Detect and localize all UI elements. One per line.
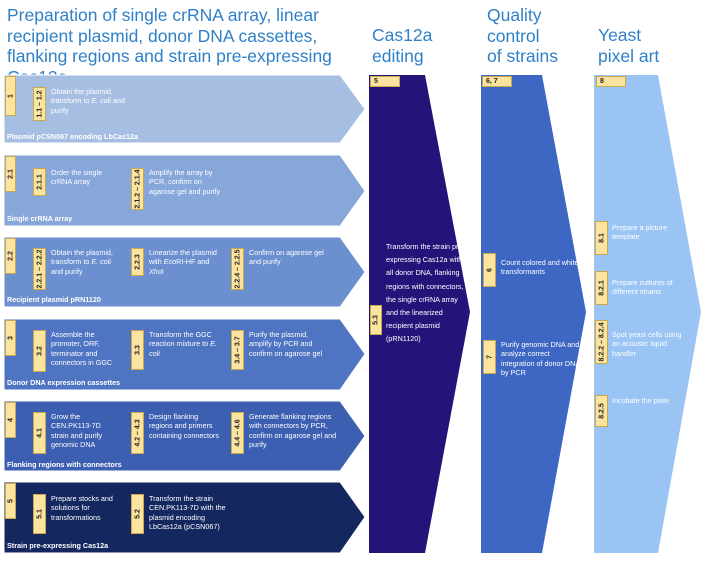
row-2-2-number-tag: 2.2 [5,238,16,274]
step-tag: 2.2.1 – 2.2.2 [33,248,46,290]
step-text: Grow the CEN.PK113-7D strain and purify … [51,412,103,450]
yeast-step-text: Incubate the plate [612,396,670,405]
qc-step-text: Count colored and white transformants [501,258,579,277]
step-tag: 2.2.3 [131,248,144,276]
step-text: Obtain the plasmid, transform to E. coli… [51,87,125,115]
row-3-arrow [3,318,366,391]
step-text: Confirm on agarose gel and purify [249,248,324,267]
yeast-step-text: Prepare a picture template [612,223,668,242]
row-2-1-number-tag: 2.1 [5,156,16,192]
step-text: Transform the strain CEN.PK113-7D with t… [149,494,226,532]
yeast-step-tag: 8.2.2 – 8.2.4 [595,320,608,364]
step-tag: 2.1.2 – 2.1.4 [131,168,144,210]
step-text: Prepare stocks and solutions for transfo… [51,494,113,522]
step-tag: 4.2 – 4.3 [131,412,144,454]
step-text: Generate flanking regions with connector… [249,412,337,450]
step-tag: 2.2.4 – 2.2.5 [231,248,244,290]
yeast-step-tag: 8.2.1 [595,271,608,305]
row-2-2-arrow [3,236,366,308]
step-text: Design flanking regions and primers cont… [149,412,219,440]
row-3-number-tag: 3 [5,320,16,356]
row-1-label: Plasmid pCSN067 encoding LbCas12a [7,132,139,141]
yeast-step-text: Prepare cultures of different strains [612,278,673,297]
row-5-number-tag: 5 [5,483,16,519]
step-tag: 3.4 – 3.7 [231,330,244,370]
row-2-2-label: Recipient plasmid pRN1120 [7,295,101,304]
qc-step-tag: 7 [483,340,496,374]
header-quality-control: Quality control of strains [487,5,558,66]
step-tag: 4.1 [33,412,46,454]
row-3-label: Donor DNA expression cassettes [7,378,121,387]
step-text: Assemble the promoter, ORF, terminator a… [51,330,113,368]
header-preparation: Preparation of single crRNA array, linea… [7,5,332,87]
step-text: Amplify the array by PCR, confirm on aga… [149,168,221,196]
step-text: Obtain the plasmid, transform to E. coli… [51,248,113,276]
editing-step-text: Transform the strain pre-expressing Cas1… [386,242,465,344]
step-text: Order the single crRNA array [51,168,103,187]
yeast-step-tag: 8.1 [595,221,608,255]
yeast-arrow [594,75,701,553]
header-yeast-pixel-art: Yeast pixel art [598,25,660,66]
step-tag: 5.2 [131,494,144,534]
header-cas12a-editing: Cas12a editing [372,25,433,66]
editing-number-tag: 5 [370,76,400,87]
row-1-arrow [3,74,366,144]
step-text: Transform the GGC reaction mixture to E.… [149,330,217,358]
step-tag: 3.2 [33,330,46,372]
yeast-step-text: Spot yeast cells using an acoustic liqui… [612,330,682,358]
qc-number-tag: 6, 7 [482,76,512,87]
step-text: Purify the plasmid, amplify by PCR and c… [249,330,323,358]
row-4-number-tag: 4 [5,402,16,438]
editing-step-tag: 5.3 [370,305,382,335]
qc-arrow [481,75,586,553]
row-2-1-label: Single crRNA array [7,214,73,223]
yeast-step-tag: 8.2.5 [595,395,608,427]
row-4-arrow [3,400,366,472]
step-tag: 2.1.1 [33,168,46,196]
step-tag: 3.3 [131,330,144,370]
step-text: Linearize the plasmid with EcoRI-HF and … [149,248,217,276]
row-1-number-tag: 1 [5,76,16,116]
yeast-number-tag: 8 [596,76,626,87]
row-5-arrow [3,481,366,554]
step-tag: 5.1 [33,494,46,534]
step-tag: 1.1 – 1.2 [33,87,46,121]
qc-step-tag: 6 [483,253,496,287]
qc-step-text: Purify genomic DNA and analyze correct i… [501,340,580,378]
row-2-1-arrow [3,154,366,227]
editing-arrow [369,75,470,553]
row-5-label: Strain pre-expressing Cas12a [7,541,109,550]
row-4-label: Flanking regions with connectors [7,460,122,469]
step-tag: 4.4 – 4.6 [231,412,244,454]
